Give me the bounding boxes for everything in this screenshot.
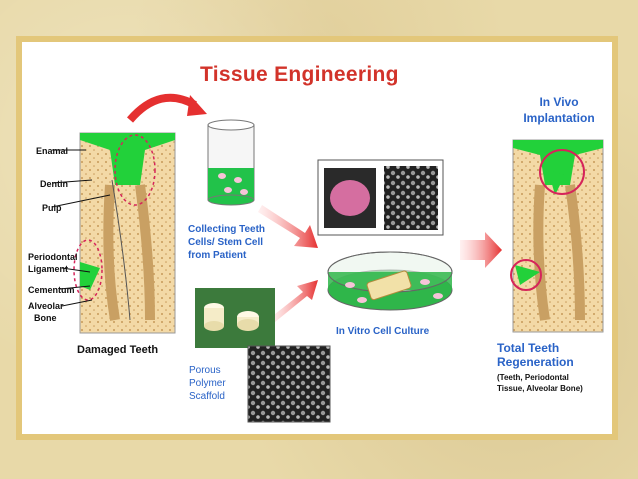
- arrow-scaffold-to-culture: [270, 280, 318, 322]
- label-bone: Bone: [34, 313, 57, 323]
- label-dentin: Dentin: [40, 179, 68, 189]
- regen-line-1: Total Teeth: [497, 341, 560, 355]
- collecting-line-3: from Patient: [188, 250, 247, 261]
- regenerated-tooth-image: [510, 139, 604, 333]
- scaffold-photo: [195, 288, 275, 348]
- label-pulp: Pulp: [42, 203, 62, 213]
- label-cementum: Cementum: [28, 285, 75, 295]
- scaffold-line-3: Scaffold: [189, 391, 225, 402]
- implant-line-1: In Vivo: [539, 95, 579, 109]
- culture-caption: In Vitro Cell Culture: [336, 326, 430, 337]
- test-tube-image: [207, 119, 255, 206]
- damaged-teeth-caption: Damaged Teeth: [77, 344, 159, 356]
- arrow-cells-to-culture: [258, 205, 318, 248]
- scaffold-line-1: Porous: [189, 365, 221, 376]
- label-periodontal: Periodontal: [28, 252, 78, 262]
- regen-detail-2: Tissue, Alveolar Bone): [497, 384, 583, 393]
- label-alveolar: Alveolar: [28, 301, 64, 311]
- scaffold-line-2: Polymer: [189, 378, 226, 389]
- arrow-implant: [460, 232, 502, 268]
- regen-detail-1: (Teeth, Periodontal: [497, 373, 569, 382]
- diagram-title: Tissue Engineering: [200, 63, 399, 86]
- implant-line-2: Implantation: [523, 111, 595, 125]
- label-ligament: Ligament: [28, 264, 69, 274]
- collecting-line-2: Cells/ Stem Cell: [188, 237, 264, 248]
- regen-line-2: Regeneration: [497, 355, 574, 369]
- label-enamal: Enamal: [36, 146, 69, 156]
- petri-dish-image: [327, 251, 453, 311]
- collecting-line-1: Collecting Teeth: [188, 224, 266, 235]
- culture-micrograph-box: [317, 159, 444, 236]
- damaged-tooth-image: [51, 132, 176, 334]
- arrow-collect: [126, 93, 197, 123]
- scaffold-sem-photo: [247, 345, 331, 423]
